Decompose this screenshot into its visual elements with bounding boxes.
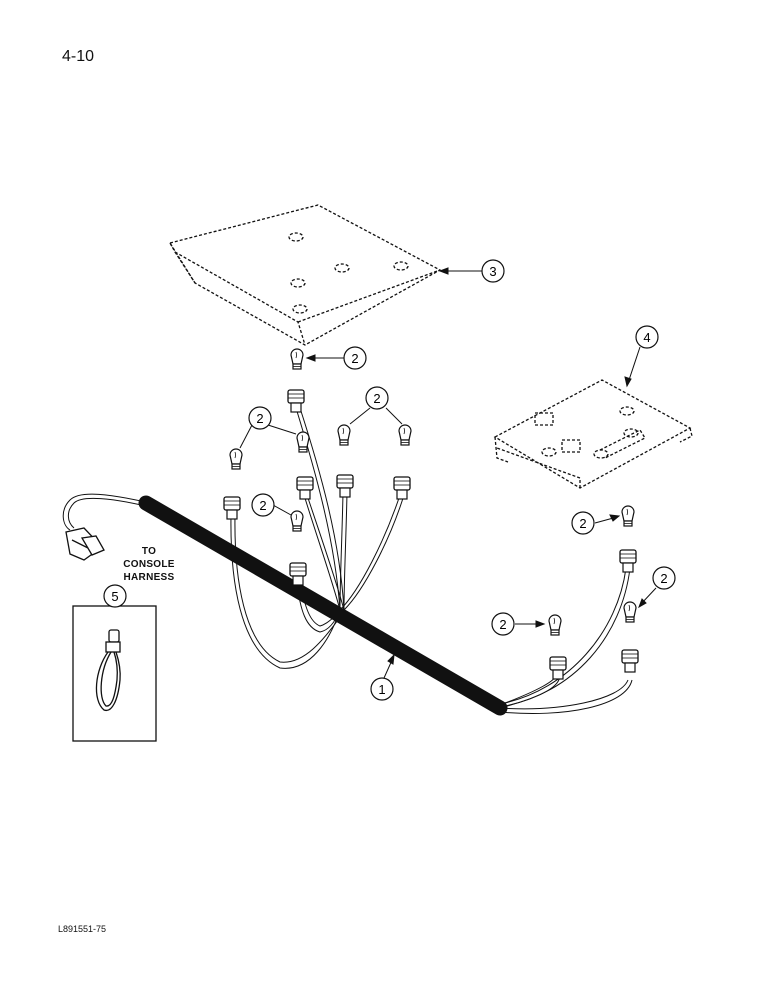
callout-3: 3 — [481, 259, 505, 283]
page-number: 4-10 — [62, 48, 95, 65]
strap-inset — [72, 596, 157, 742]
lamp-bulb — [623, 601, 637, 623]
panel-right-4 — [493, 379, 693, 489]
lamp-socket — [549, 656, 567, 680]
callout-2-label: 2 — [351, 351, 358, 366]
lamp-socket — [223, 496, 241, 520]
lamp-sockets — [223, 389, 639, 680]
callout-4-label: 4 — [643, 330, 650, 345]
lamp-socket — [621, 649, 639, 673]
callout-2-label: 2 — [579, 516, 586, 531]
lamp-socket — [287, 389, 305, 413]
callout-2-g: 2 — [491, 612, 515, 636]
callout-5: 5 — [103, 584, 127, 608]
console-label-line2: CONSOLE — [123, 559, 175, 570]
figure-id: L891551-75 — [58, 924, 107, 934]
lamp-socket — [296, 476, 314, 500]
callout-2-b: 2 — [248, 406, 272, 430]
callout-2-c: 2 — [365, 386, 389, 410]
callout-1: 1 — [370, 677, 394, 701]
lamp-socket — [393, 476, 411, 500]
callout-2-label: 2 — [660, 571, 667, 586]
lamp-bulb — [548, 614, 562, 636]
console-label-line1: TO — [141, 546, 157, 557]
callout-4: 4 — [635, 325, 659, 349]
lamp-bulb — [290, 348, 304, 370]
console-harness-label: TO CONSOLE HARNESS — [108, 545, 190, 584]
cable-strap-icon — [95, 629, 121, 712]
callout-2-label: 2 — [259, 498, 266, 513]
callout-5-label: 5 — [111, 589, 118, 604]
harness-sleeve-1 — [138, 495, 508, 716]
callout-2-d: 2 — [251, 493, 275, 517]
callout-2-label: 2 — [373, 391, 380, 406]
callout-1-label: 1 — [378, 682, 385, 697]
callouts: 3 2 2 2 2 4 2 2 — [103, 259, 676, 701]
lamp-bulb — [296, 431, 310, 453]
lamp-bulb — [337, 424, 351, 446]
console-connector — [65, 527, 105, 561]
callout-2-label: 2 — [256, 411, 263, 426]
callout-2-label: 2 — [499, 617, 506, 632]
callout-2-a: 2 — [343, 346, 367, 370]
leader-lines — [239, 267, 657, 679]
lamp-socket — [619, 549, 637, 573]
lamp-bulb — [290, 510, 304, 532]
lamp-socket — [336, 474, 354, 498]
lamp-bulb — [229, 448, 243, 470]
console-label-line3: HARNESS — [123, 572, 175, 583]
callout-3-label: 3 — [489, 264, 496, 279]
lamp-bulb — [398, 424, 412, 446]
panel-upper-3 — [168, 204, 442, 346]
callout-2-f: 2 — [652, 566, 676, 590]
lamp-bulb — [621, 505, 635, 527]
callout-2-e: 2 — [571, 511, 595, 535]
